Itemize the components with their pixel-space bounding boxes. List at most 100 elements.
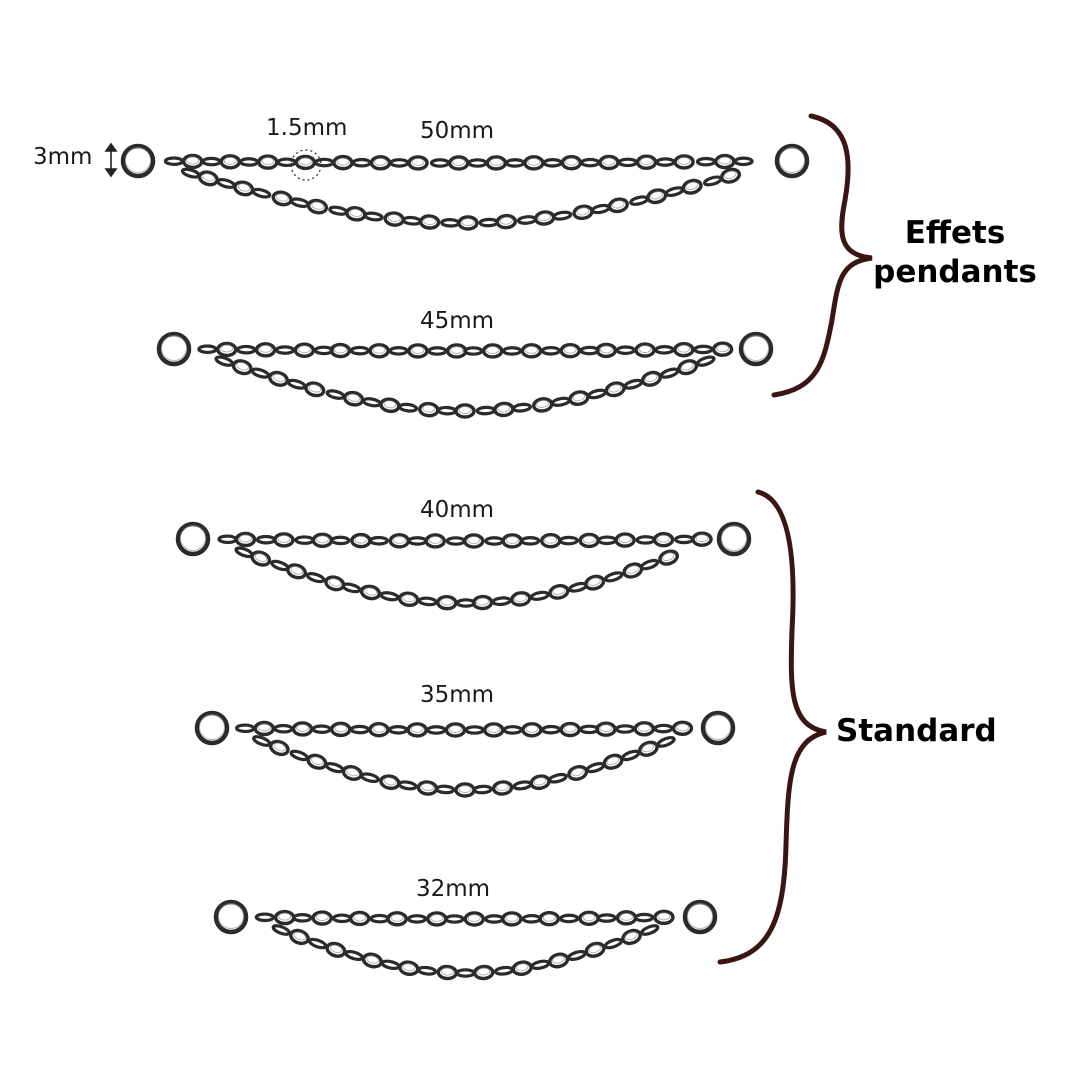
- chain-32-upper-strand-link: [311, 910, 333, 926]
- chain-32-lower-strand-link-highlight: [477, 967, 491, 976]
- chain-50-end-ring-right-highlight: [779, 147, 805, 173]
- chain-50-lower-strand-link: [590, 203, 611, 215]
- chain-45-lower-strand-link: [659, 367, 680, 379]
- chain-50-lower-strand-link: [457, 215, 479, 231]
- chain-35-upper-strand-link: [633, 721, 655, 737]
- chain-32-upper-strand-link: [596, 913, 617, 923]
- chain-50-lower-strand-link: [495, 213, 517, 230]
- chain-32-upper-strand-link: [292, 912, 313, 923]
- chain-40-upper-strand-link: [597, 535, 618, 546]
- chain-32-upper-strand-link-highlight: [353, 913, 367, 922]
- chain-32-upper-strand-link-highlight: [657, 912, 671, 921]
- chain-35-lower-strand-link: [567, 764, 589, 781]
- chain-32-upper-strand-link: [331, 913, 353, 924]
- chain-50-lower-strand-link: [516, 215, 538, 225]
- chain-45-lower-strand-link: [325, 389, 346, 400]
- chain-35-end-ring-left: [194, 710, 230, 746]
- chain-45-upper-strand-link-highlight: [372, 345, 386, 354]
- chain-35-lower-strand-link-highlight: [458, 785, 472, 793]
- chain-35-lower-strand-link: [397, 780, 418, 791]
- chain-40-end-ring-left-highlight: [180, 525, 206, 551]
- chain-35-upper-strand-link-highlight: [637, 723, 651, 732]
- brace-standard: [717, 489, 827, 965]
- chain-50-upper-strand-link: [655, 157, 676, 167]
- chain-50-upper-strand-link-highlight: [298, 157, 312, 166]
- chain-35-upper-strand-link-highlight: [487, 725, 501, 733]
- chain-32-lower-strand-link: [511, 960, 533, 977]
- chain-50-upper-strand-link-highlight: [564, 157, 578, 166]
- chain-32-lower-strand-link-highlight: [552, 955, 565, 964]
- chain-35-upper-strand-link: [482, 722, 505, 738]
- chain-45-upper-strand-link: [673, 341, 695, 358]
- length-label-35: 35mm: [420, 682, 495, 708]
- chain-45-lower-strand-link: [677, 359, 699, 376]
- chain-40-upper-strand-link-highlight: [392, 535, 406, 544]
- chain-40-lower-strand-link: [397, 591, 420, 608]
- chain-50-upper-strand-link: [351, 157, 372, 168]
- chain-45-lower-strand-link: [361, 397, 382, 408]
- chain-32-lower-strand-link: [398, 960, 420, 977]
- chain-40-upper-strand-link: [673, 534, 695, 545]
- chain-50-upper-strand-link: [673, 154, 695, 170]
- chain-32-lower-strand-link: [493, 965, 515, 976]
- chain-45-upper-strand-link-highlight: [525, 345, 538, 354]
- chain-50-lower-strand-link: [720, 167, 741, 184]
- chain-32-end-ring-right-highlight: [687, 903, 713, 929]
- chain-45-upper-strand-link: [427, 346, 448, 356]
- chain-50-upper-strand-link-highlight: [489, 158, 503, 166]
- chain-32-lower-strand-link: [530, 959, 551, 970]
- chain-40-upper-strand-link: [330, 535, 351, 546]
- chain-35-upper-strand-link: [502, 725, 523, 735]
- chain-35-upper-strand-link: [653, 723, 674, 734]
- chain-35-lower-strand-link: [621, 749, 641, 762]
- chain-40-upper-strand-link-highlight: [467, 536, 481, 544]
- chain-45-upper-strand-link: [540, 345, 561, 356]
- chain-45-lower-strand-link: [304, 381, 326, 398]
- chain-32-lower-strand-link: [361, 952, 383, 969]
- chain-35-end-ring-right: [700, 710, 736, 746]
- chain-35-lower-strand-link-highlight: [641, 743, 655, 753]
- chain-32-upper-strand-link: [463, 911, 486, 927]
- chain-50-upper-strand-link: [467, 158, 488, 168]
- chain-50-end-ring-left-highlight: [125, 147, 151, 173]
- chain-50-upper-strand-link: [733, 156, 754, 167]
- chain-50-lower-strand-link: [180, 167, 201, 179]
- chain-50-lower-strand-link-highlight: [349, 208, 363, 217]
- group-label-pendant: Effets pendants: [870, 214, 1040, 292]
- link-width-marker: [290, 149, 322, 181]
- chain-45-lower-strand-link: [454, 403, 476, 419]
- chain-35-upper-strand-link: [595, 721, 617, 737]
- chain-45-upper-strand-link-highlight: [599, 345, 613, 354]
- chain-35-upper-strand-link-highlight: [257, 723, 271, 732]
- chain-32-upper-strand-link: [369, 913, 390, 924]
- chain-32-upper-strand-link-highlight: [542, 913, 556, 922]
- chain-32-upper-strand-link: [501, 911, 523, 927]
- chain-45-upper-strand-link: [274, 345, 296, 355]
- chain-32-lower-strand-link: [416, 965, 438, 976]
- chain-40-upper-strand-link: [484, 536, 505, 546]
- chain-40-upper-strand-link-highlight: [618, 535, 632, 544]
- chain-35-upper-strand-link: [559, 721, 581, 738]
- chain-35-upper-strand-link: [579, 724, 600, 735]
- chain-35-end-ring-left-highlight: [199, 714, 225, 740]
- chain-40-lower-strand-link: [658, 549, 679, 566]
- chain-35-upper-strand-link-highlight: [410, 724, 424, 733]
- chain-45-lower-strand-link-highlight: [572, 393, 586, 402]
- chain-50-lower-strand-link: [216, 178, 236, 189]
- chain-35-upper-strand-link: [521, 722, 543, 738]
- chain-50-lower-strand-link: [401, 215, 422, 226]
- chain-35-lower-strand-link: [529, 774, 551, 791]
- thickness-arrow: [104, 142, 118, 178]
- length-label-40: 40mm: [420, 497, 495, 523]
- chain-45-lower-strand-link-highlight: [608, 384, 622, 393]
- chain-32-end-ring-right: [682, 899, 718, 935]
- chain-35-upper-strand-link: [311, 724, 332, 734]
- chain-40-lower-strand-link-highlight: [328, 578, 342, 587]
- chain-35-upper-strand-link: [426, 725, 447, 735]
- chain-40-upper-strand-link: [463, 533, 485, 549]
- chain-35-upper-strand-link: [330, 721, 352, 738]
- chain-35-lower-strand-link: [252, 735, 272, 747]
- chain-50-upper-strand-link-highlight: [186, 156, 200, 165]
- chain-50-lower-strand-link: [197, 170, 219, 187]
- chain-45-upper-strand-link-highlight: [716, 344, 730, 353]
